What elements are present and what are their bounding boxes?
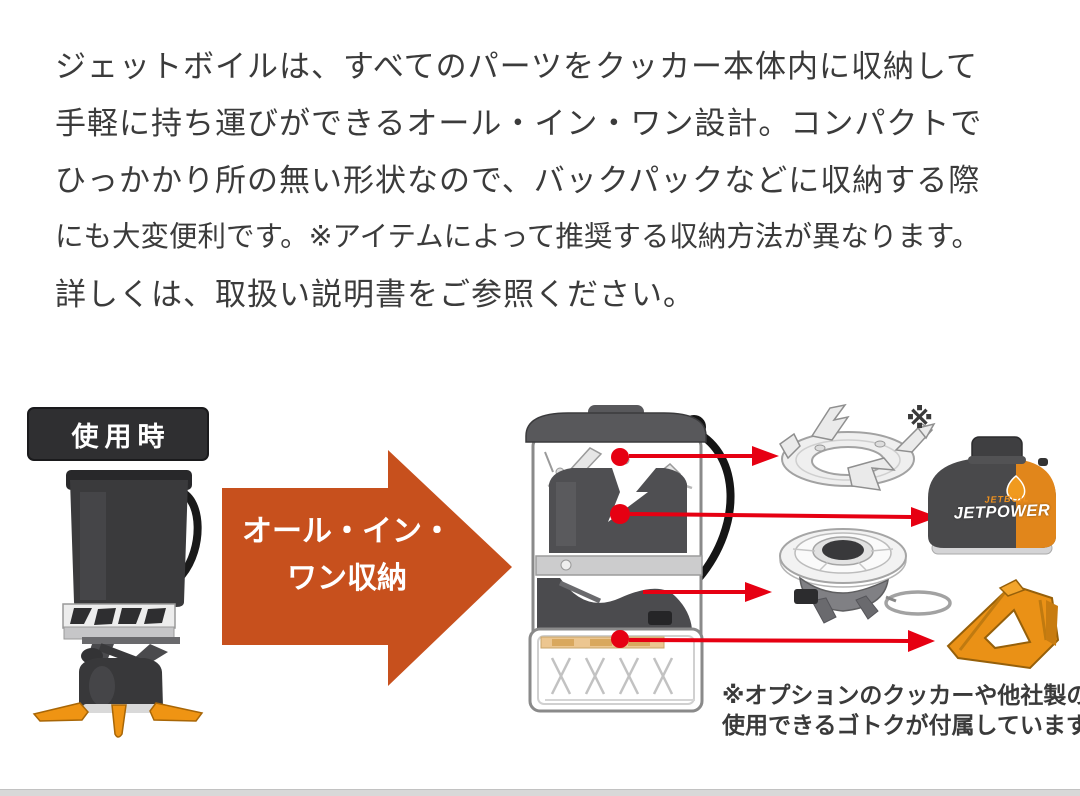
flame-drop-icon <box>1006 475 1026 501</box>
pot-support-note-mark: ※ <box>906 403 934 434</box>
footnote: ※オプションのクッカーや他社製の鍋を 使用できるゴトクが付属しています。 <box>722 680 1080 740</box>
red-annotation-arrows <box>610 446 938 652</box>
red-arrowhead-icon <box>745 582 772 602</box>
canister-product-text: JETPOWER <box>953 501 1051 523</box>
callout-dot-pot-support <box>611 448 629 466</box>
red-arrowhead-icon <box>908 630 935 652</box>
footnote-line-2: 使用できるゴトクが付属しています。 <box>722 712 1080 738</box>
callout-dot-canister <box>610 504 630 524</box>
intro-line-1: ジェットボイルは、すべてのパーツをクッカー本体内に収納して <box>55 49 979 84</box>
flow-arrow <box>222 450 512 686</box>
arrow-caption-line-2: ワン収納 <box>287 562 407 595</box>
stabilizer-illustration <box>946 579 1060 670</box>
intro-paragraph: ジェットボイルは、すべてのパーツをクッカー本体内に収納して 手軽に持ち運びができ… <box>55 38 1065 323</box>
arrow-caption: オール・イン・ ワン収納 <box>230 508 464 602</box>
intro-line-4: にも大変便利です。※アイテムによって推奨する収納方法が異なります。 <box>55 221 981 253</box>
stove-assembled-illustration <box>32 470 204 738</box>
pot-support-illustration <box>779 403 936 491</box>
bottom-page-strip <box>0 789 1080 796</box>
fuel-canister-illustration <box>928 436 1056 555</box>
intro-line-5: 詳しくは、取扱い説明書をご参照ください。 <box>55 277 695 312</box>
intro-line-2: 手軽に持ち運びができるオール・イン・ワン設計。コンパクトで <box>55 106 983 141</box>
callout-dot-stabilizer <box>611 630 629 648</box>
usage-state-label: 使用時 <box>27 407 209 461</box>
arrow-caption-line-1: オール・イン・ <box>242 515 452 548</box>
cooker-cutaway-illustration <box>525 405 735 713</box>
intro-line-3: ひっかかり所の無い形状なので、バックパックなどに収納する際 <box>55 163 981 198</box>
red-arrowhead-icon <box>752 446 779 466</box>
footnote-line-1: ※オプションのクッカーや他社製の鍋を <box>722 682 1080 708</box>
burner-illustration <box>779 528 952 624</box>
red-arrowhead-icon <box>911 507 938 527</box>
